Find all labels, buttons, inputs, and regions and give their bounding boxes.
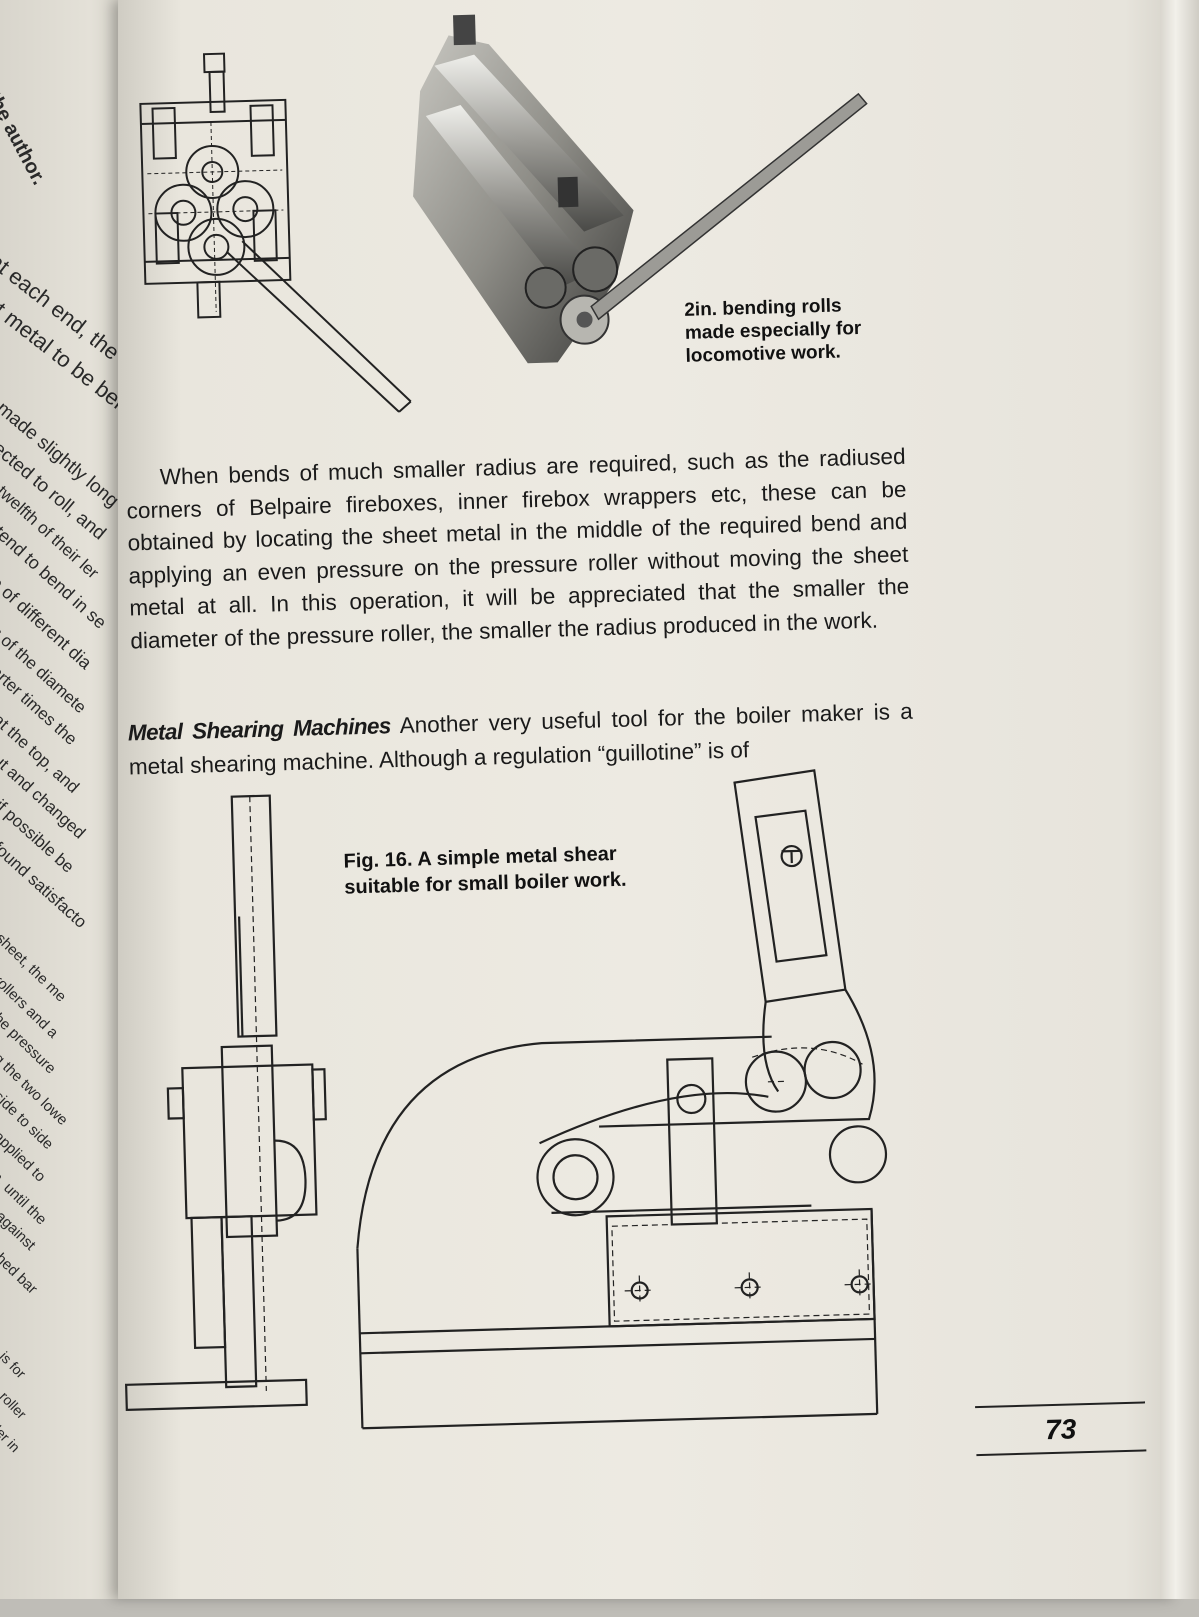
page-number: 73	[975, 1411, 1146, 1448]
figure-caption: Fig. 16. A simple metal shear suitable f…	[343, 841, 627, 901]
